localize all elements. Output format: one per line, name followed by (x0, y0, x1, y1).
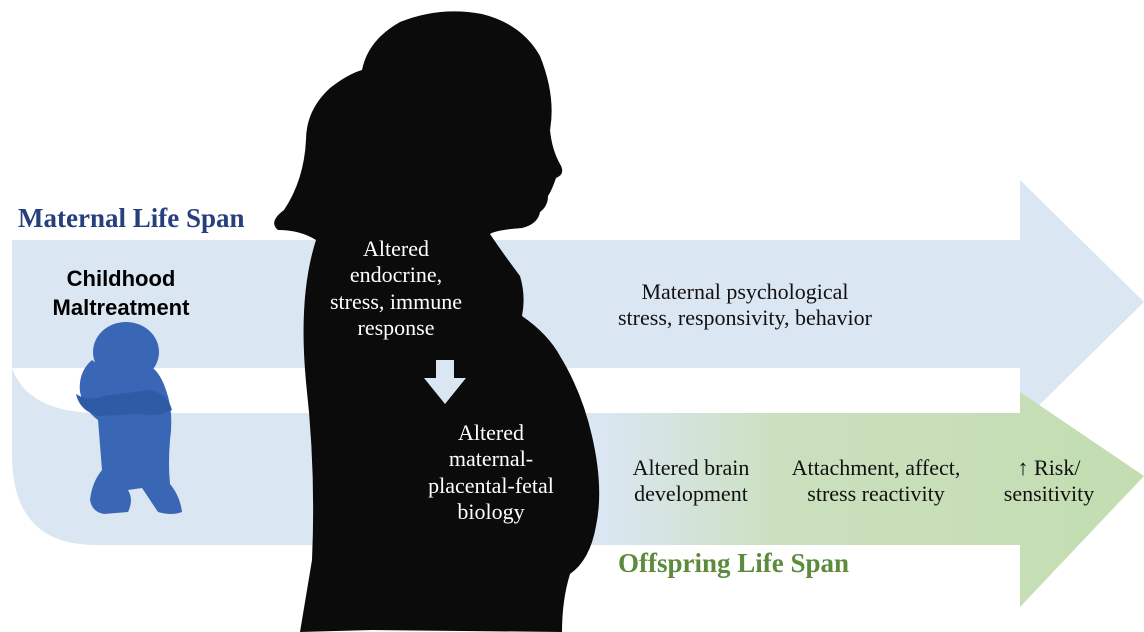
attachment-affect-label: Attachment, affect, stress reactivity (774, 455, 978, 508)
risk-sensitivity-label: ↑ Risk/ sensitivity (988, 455, 1110, 508)
fetal-biology-label: Altered maternal- placental-fetal biolog… (416, 420, 566, 526)
offspring-life-span-label: Offspring Life Span (618, 547, 849, 579)
maternal-effects-label: Maternal psychological stress, responsiv… (585, 279, 905, 332)
childhood-maltreatment-label: Childhood Maltreatment (36, 264, 206, 322)
maternal-response-label: Altered endocrine, stress, immune respon… (312, 236, 480, 342)
maternal-life-span-label: Maternal Life Span (18, 202, 245, 234)
brain-development-label: Altered brain development (616, 455, 766, 508)
